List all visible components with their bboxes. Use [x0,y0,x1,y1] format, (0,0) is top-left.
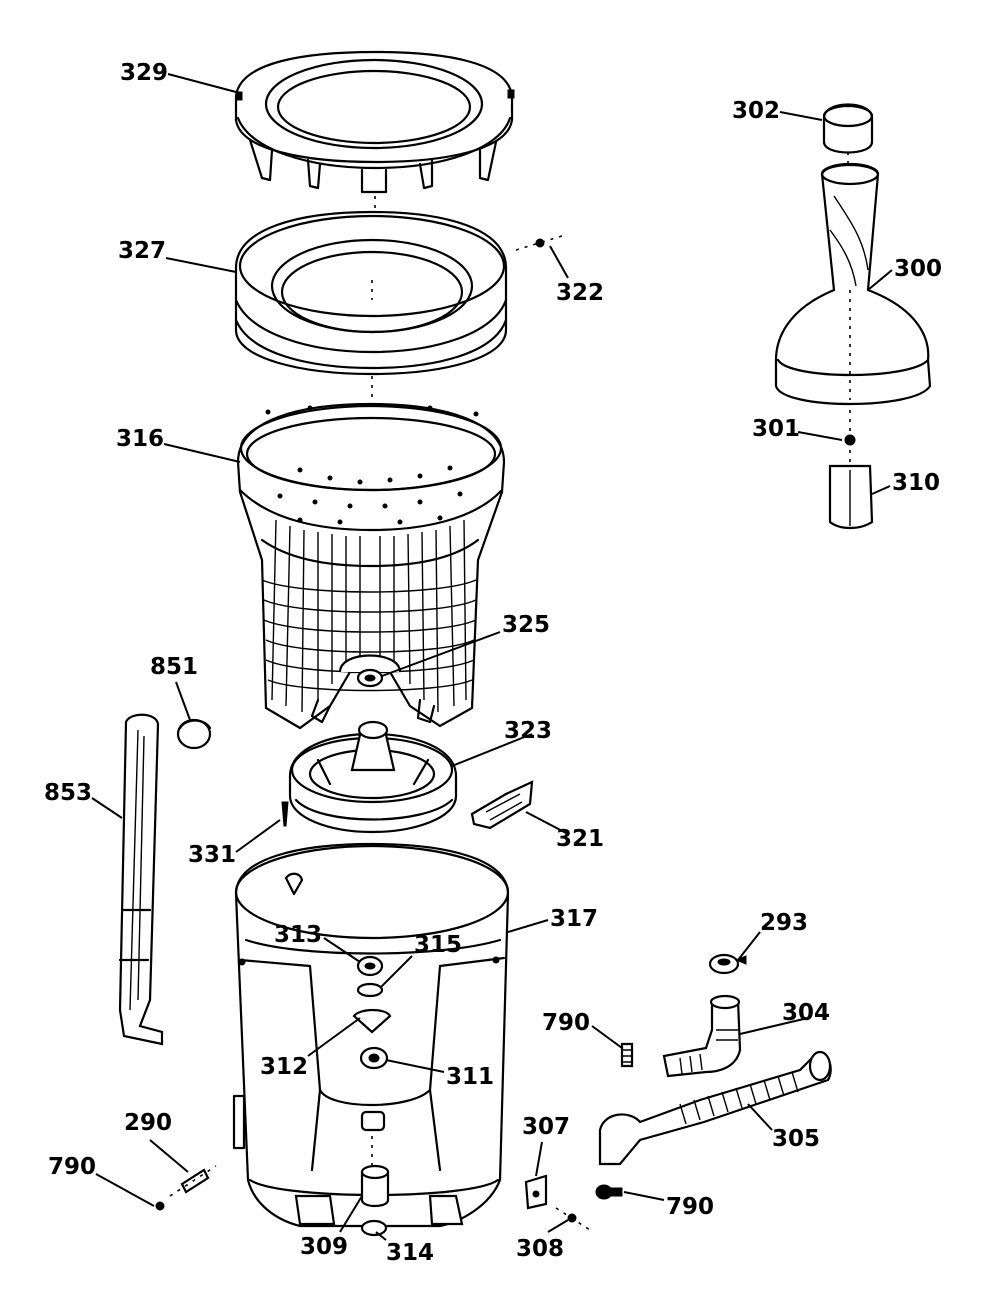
part-bearing-309 [360,1110,390,1208]
part-screw-790-right [620,1042,634,1068]
callout-317: 317 [550,906,598,932]
part-outer-tub [232,842,510,1228]
callout-851: 851 [150,654,198,680]
part-nut-301 [844,434,856,446]
callout-314: 314 [386,1240,434,1266]
part-hub-assembly [288,720,458,834]
part-nut-311 [359,1046,389,1070]
callout-313: 313 [274,922,322,948]
callout-290: 290 [124,1110,172,1136]
callout-329: 329 [120,60,168,86]
part-nut-313 [356,955,384,977]
callout-310: 310 [892,470,940,496]
callout-293: 293 [760,910,808,936]
part-coupling-310 [828,464,874,530]
callout-311: 311 [446,1064,494,1090]
callout-307: 307 [522,1114,570,1140]
callout-308: 308 [516,1236,564,1262]
part-seal-312 [352,1008,392,1034]
callout-302: 302 [732,98,780,124]
part-wash-basket [236,402,506,730]
part-drain-hose-305 [598,1050,832,1166]
callout-labels: 329 302 327 322 300 316 301 310 325 851 … [44,60,942,1266]
part-screw-790-bottom [595,1184,623,1200]
part-pin-290 [169,1165,217,1197]
callout-315: 315 [414,932,462,958]
callout-316: 316 [116,426,164,452]
part-seal-314 [360,1219,388,1237]
part-balance-ring [234,210,508,376]
part-nut-790-left [155,1201,165,1211]
callout-322: 322 [556,280,604,306]
leader-lines [91,73,893,1241]
callout-327: 327 [118,238,166,264]
part-hub-nut [356,668,384,688]
callout-301: 301 [752,416,800,442]
part-clip-307 [524,1174,548,1210]
callout-790-right: 790 [542,1010,590,1036]
part-agitator-cap [822,103,874,154]
callout-790-bottom: 790 [666,1194,714,1220]
callout-321: 321 [556,826,604,852]
callout-305: 305 [772,1126,820,1152]
callout-300: 300 [894,256,942,282]
part-clamp-293 [708,953,747,975]
part-washer-315 [356,982,384,998]
part-drain-tube [118,713,164,1046]
part-hose-elbow-304 [662,994,742,1078]
callout-323: 323 [504,718,552,744]
callout-304: 304 [782,1000,830,1026]
part-tub-cover [234,50,515,194]
callout-331: 331 [188,842,236,868]
part-screw-322 [515,235,563,251]
part-agitator [774,162,932,406]
part-screw-308 [555,1207,591,1231]
part-cap-851 [176,718,212,750]
callout-853: 853 [44,780,92,806]
callout-325: 325 [502,612,550,638]
callout-312: 312 [260,1054,308,1080]
callout-309: 309 [300,1234,348,1260]
callout-790-left: 790 [48,1154,96,1180]
part-screw-331 [281,801,289,827]
part-tub-bracket [470,780,534,830]
